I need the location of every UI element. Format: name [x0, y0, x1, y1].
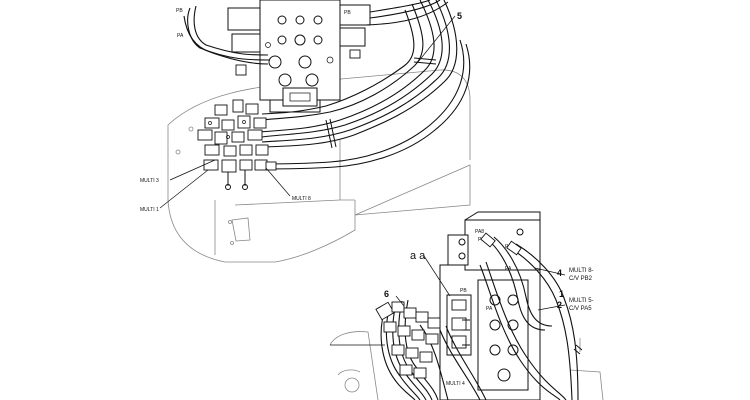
detail-aa-label: a a — [410, 250, 426, 262]
label-multi-5-cv: MULTI 5- — [569, 298, 594, 304]
upper-hose-bundle — [183, 0, 471, 170]
upper-control-valve-block: PB PA PB — [176, 0, 371, 113]
label-multi-8-cv: MULTI 8- — [569, 268, 594, 274]
callout-1: 1 — [559, 289, 564, 299]
label-multi-1: MULTI 1 — [140, 207, 159, 213]
port-label-pb-left: PB — [460, 288, 467, 294]
port-label-pa-mid: PA — [486, 306, 493, 312]
lower-hose-bundle-right — [479, 232, 583, 400]
label-cv-pb2: C/V PB2 — [569, 276, 593, 282]
callout-2: 2 — [557, 300, 562, 310]
callout-4: 4 — [557, 268, 562, 278]
upper-fitting-cluster — [197, 99, 277, 190]
port-label-pb-upper: PB — [176, 8, 183, 14]
label-cv-pa5: C/V PA5 — [569, 306, 592, 312]
label-multi-3: MULTI 3 — [140, 178, 159, 184]
port-label-pa-upper: PA — [177, 33, 184, 39]
callout-5: 5 — [457, 11, 462, 21]
hose-clamp-upper — [413, 57, 437, 61]
hose-clamp-lower — [325, 119, 333, 149]
port-label-pb-right: PB — [344, 10, 351, 16]
lower-assembly: PA8 PB8 PB PA PB PA — [329, 211, 604, 400]
label-multi-8: MULTI 8 — [292, 196, 311, 202]
upper-assembly: PB PA PB — [140, 0, 471, 263]
port-label-pa8: PA8 — [475, 229, 484, 235]
label-multi-4: MULTI 4 — [446, 381, 465, 387]
hose-clamp-right — [573, 344, 583, 355]
callout-6: 6 — [384, 289, 389, 299]
lower-fitting-stack — [375, 299, 487, 400]
